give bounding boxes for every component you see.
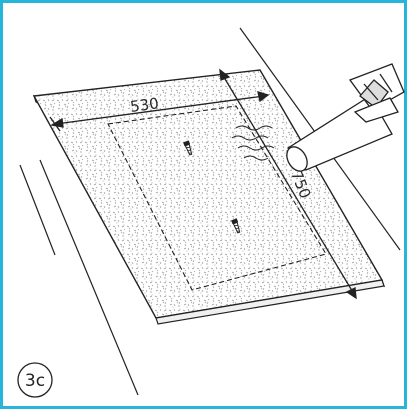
- heat-gun-icon: [286, 63, 405, 172]
- dimension-arrow-width: [49, 91, 270, 132]
- heat-waves-icon: [231, 125, 275, 161]
- step-indicator: 3c: [17, 362, 53, 398]
- screw-icon: [231, 218, 241, 234]
- screw-icon: [183, 140, 193, 156]
- dimension-arrow-height: [219, 68, 357, 300]
- step-label: 3c: [25, 371, 45, 391]
- dimension-label-width: 530: [129, 94, 160, 116]
- insulation-board: [32, 69, 386, 325]
